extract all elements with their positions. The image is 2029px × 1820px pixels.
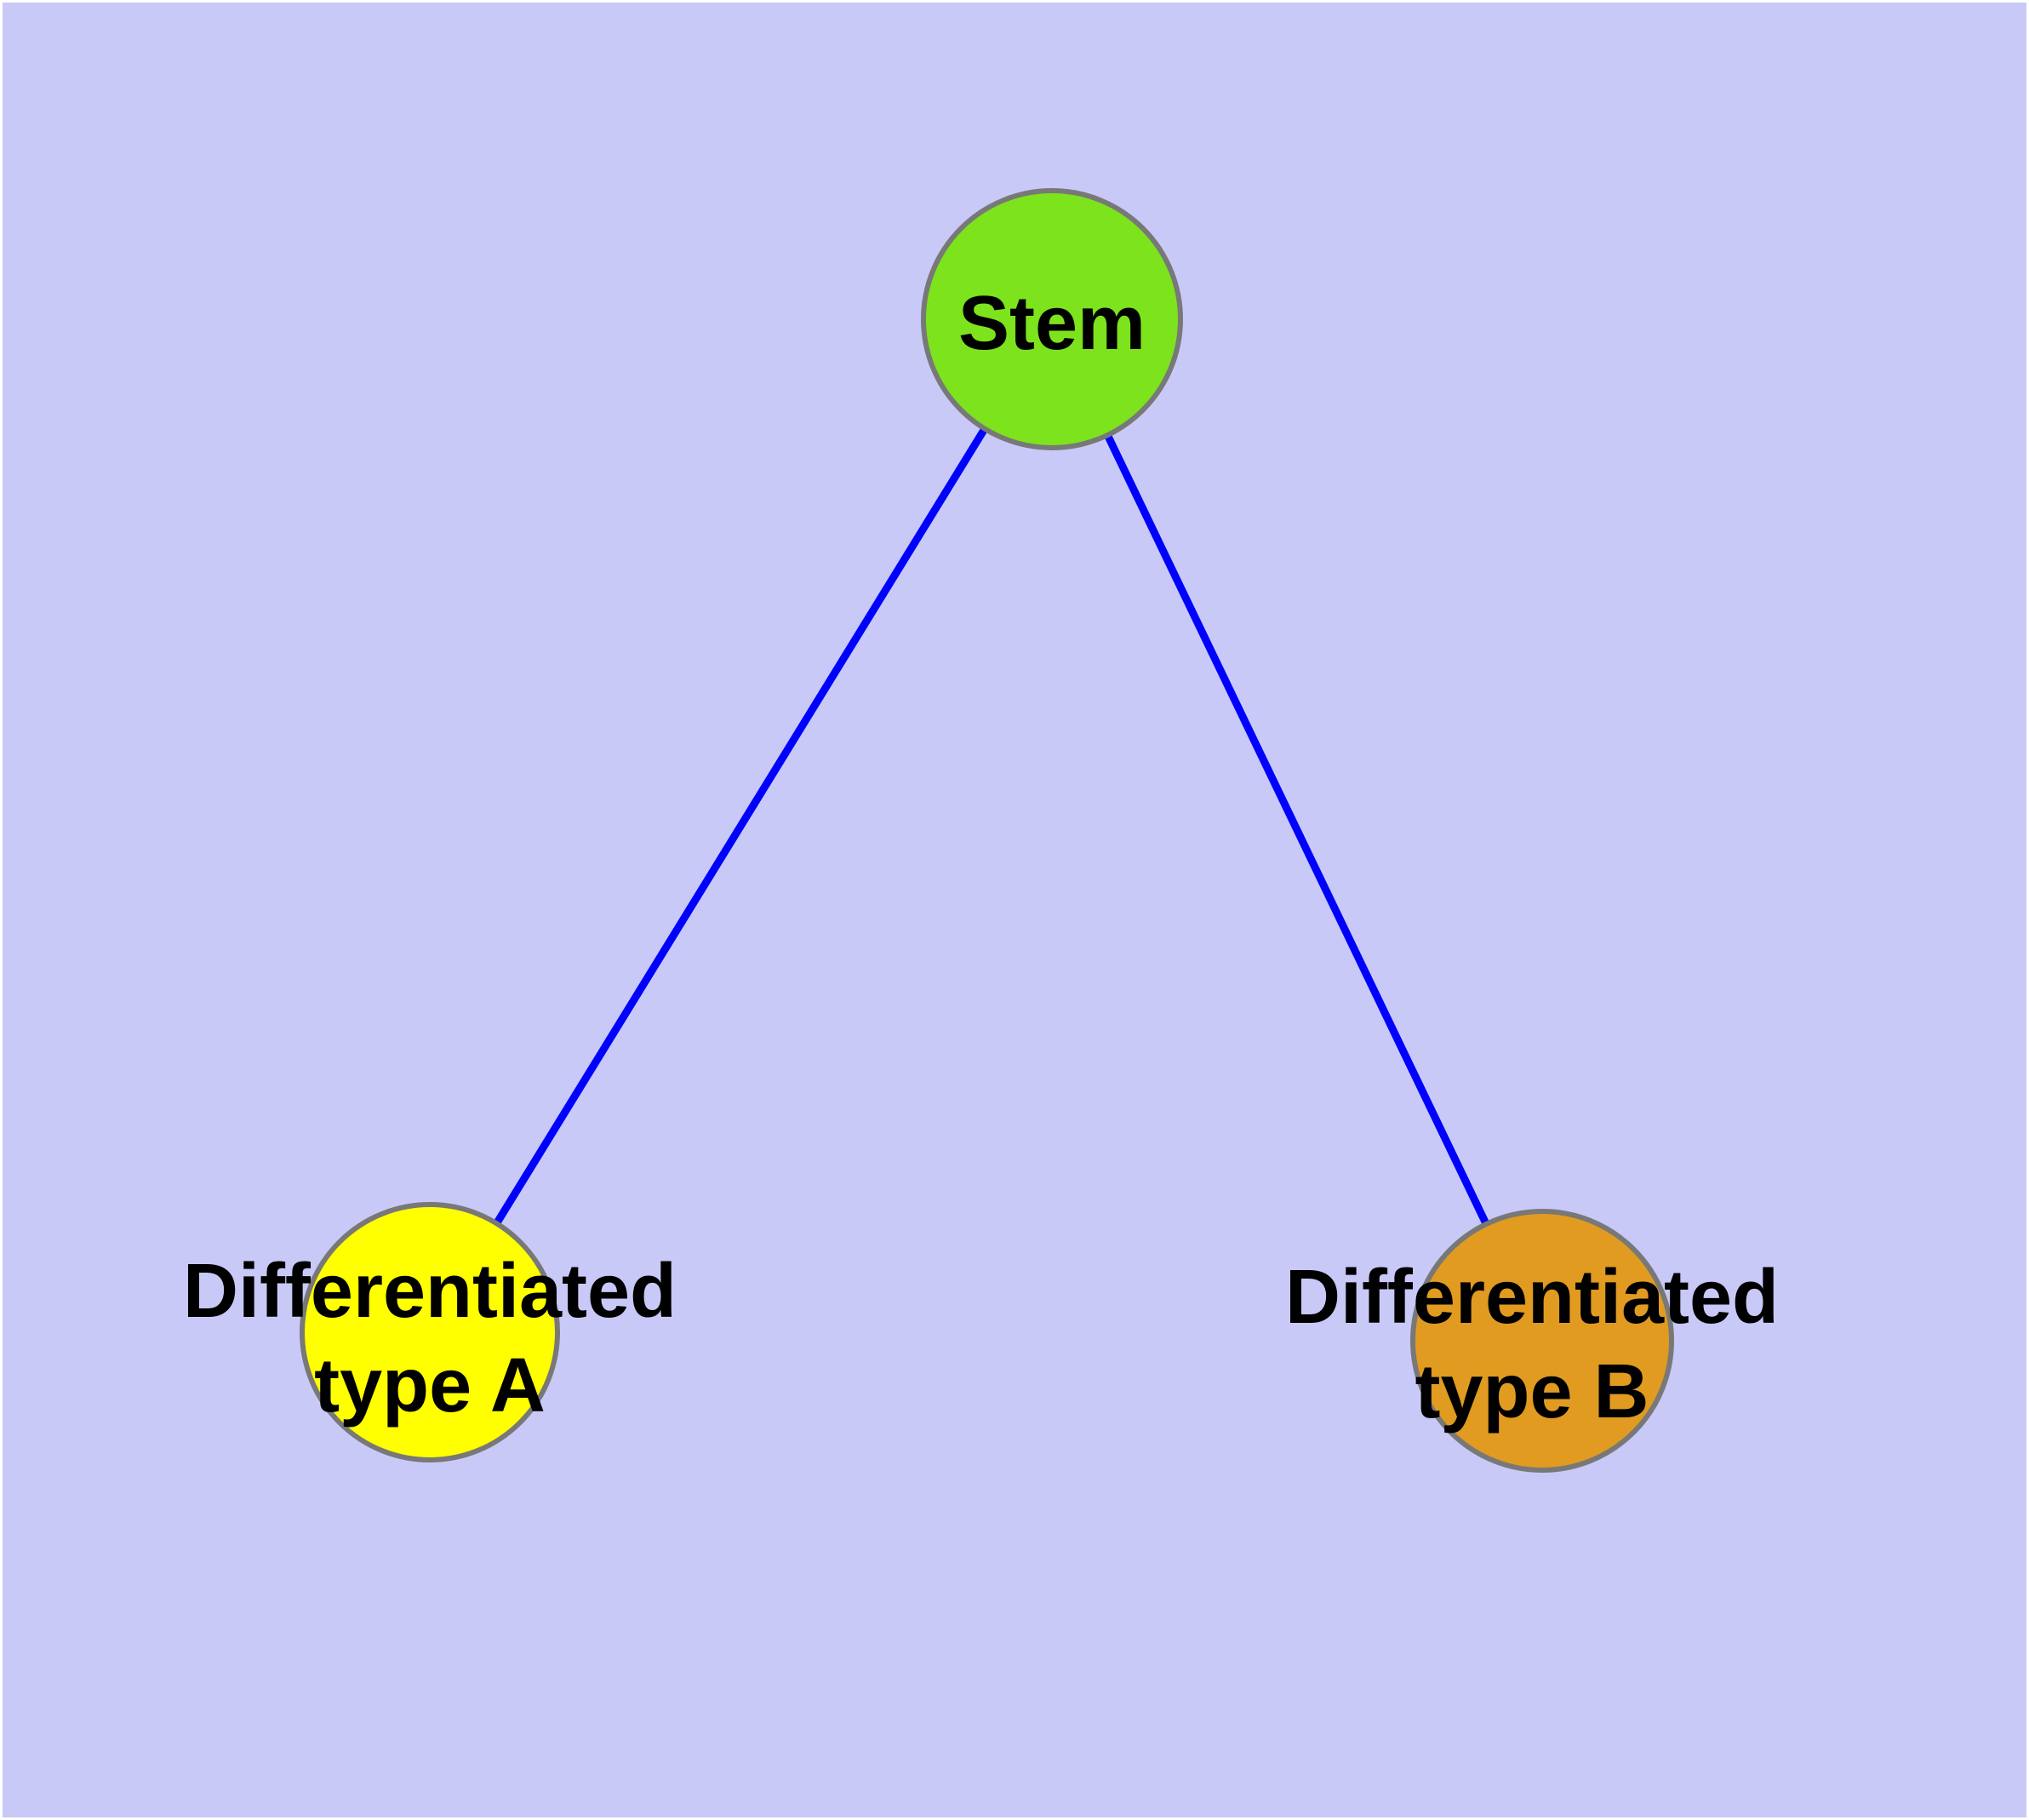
- node-stem: [921, 188, 1183, 450]
- edge-stem-to-type-b: [1048, 318, 1546, 1342]
- node-type-a-label-line2: type A: [314, 1343, 546, 1428]
- node-type-b-label-line1: Differentiated: [1285, 1255, 1779, 1340]
- node-differentiated-type-b: [1410, 1209, 1674, 1473]
- node-type-a-label-line1: Differentiated: [183, 1249, 677, 1334]
- node-type-b-label-line2: type B: [1415, 1349, 1649, 1434]
- edge-stem-to-type-a: [426, 317, 1055, 1335]
- node-stem-label: Stem: [958, 281, 1146, 366]
- node-differentiated-type-a: [300, 1202, 560, 1462]
